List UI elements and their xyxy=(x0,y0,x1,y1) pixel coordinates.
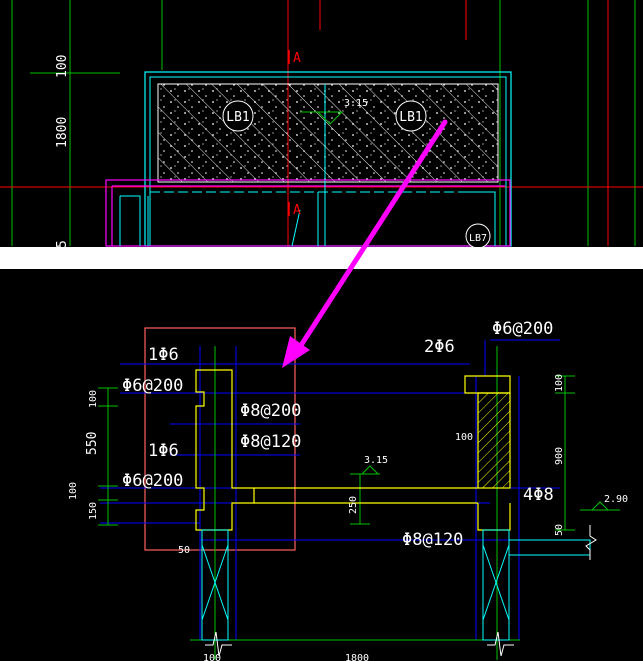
slab-tag-right: LB1 xyxy=(395,100,427,132)
slab-tag-corner: LB7 xyxy=(465,223,491,249)
right-dim-top: 100 xyxy=(554,374,565,392)
pointer-arrow xyxy=(282,119,448,368)
bottom-dims: 100 1800 xyxy=(203,653,369,661)
slab-tag-left: LB1 xyxy=(222,100,254,132)
hatched-slab xyxy=(157,83,499,183)
left-dim-100-bottom: 100 xyxy=(68,482,79,500)
top-level-label: 3.15 xyxy=(344,98,368,109)
top-plan-view: A A 3.15 LB1 LB1 LB7 100 1800 5 xyxy=(0,0,643,249)
section-marker-lower: A xyxy=(288,202,301,218)
left-top-bar-count: 1Φ6 xyxy=(148,345,179,365)
right-side-bars: 4Φ8 xyxy=(523,485,554,505)
left-top-stirrup: Φ6@200 xyxy=(122,376,183,396)
right-dim-small: 50 xyxy=(554,524,565,536)
section-level-symbol: 3.15 xyxy=(361,455,388,475)
slab-tag-left-label: LB1 xyxy=(226,110,249,125)
slab-tag-corner-label: LB7 xyxy=(469,233,487,244)
dim-left-mid: 1800 xyxy=(55,117,70,148)
right-top-bar-count: 2Φ6 xyxy=(424,337,455,357)
slab-section xyxy=(254,487,478,504)
magenta-beams xyxy=(105,179,511,247)
divider-band xyxy=(0,247,643,269)
callout-box xyxy=(144,327,296,551)
slab-top-reinf-1: Φ8@200 xyxy=(240,401,301,421)
slab-top-reinf-2: Φ8@120 xyxy=(240,432,301,452)
dim-left-bottom: 5 xyxy=(55,240,70,248)
right-top-stirrup: Φ6@200 xyxy=(492,319,553,339)
section-marker-lower-label: A xyxy=(293,203,301,218)
lower-columns xyxy=(201,529,591,641)
bottom-dim-span: 1800 xyxy=(345,653,369,661)
section-marker-upper-label: A xyxy=(293,51,301,66)
slab-labels: Φ8@200 Φ8@120 Φ8@120 250 xyxy=(240,401,463,550)
break-symbols xyxy=(205,525,597,657)
right-level-symbol: 2.90 xyxy=(580,494,628,511)
right-wall-labels: 2Φ6 Φ6@200 100 900 100 4Φ8 50 xyxy=(424,319,565,536)
right-dim-height: 900 xyxy=(554,447,565,465)
top-left-dims: 100 1800 5 xyxy=(55,55,70,248)
dim-left-top: 100 xyxy=(55,55,70,78)
right-dim-wall-width: 100 xyxy=(455,432,473,443)
left-dim-550: 550 xyxy=(85,432,100,455)
right-level-label: 2.90 xyxy=(604,494,628,505)
section-marker-upper: A xyxy=(288,50,301,66)
slab-tag-right-label: LB1 xyxy=(399,110,422,125)
left-dim-150: 150 xyxy=(88,502,99,520)
left-mid-bar-count: 1Φ6 xyxy=(148,441,179,461)
left-dim-100-top: 100 xyxy=(88,390,99,408)
top-grid-lines xyxy=(11,0,636,246)
top-level-symbol: 3.15 xyxy=(300,98,368,125)
right-wall xyxy=(464,375,511,531)
left-mid-stirrup: Φ6@200 xyxy=(122,471,183,491)
bottom-dim-left: 100 xyxy=(203,653,221,661)
left-dim-50: 50 xyxy=(178,545,190,556)
slab-thickness: 250 xyxy=(348,496,359,514)
slab-bottom-reinf: Φ8@120 xyxy=(402,530,463,550)
left-wall-labels: 1Φ6 Φ6@200 1Φ6 Φ6@200 100 550 100 150 50 xyxy=(68,345,190,556)
section-view: 3.15 2.90 1Φ6 Φ6@200 1Φ6 Φ6@200 100 550 … xyxy=(68,319,628,661)
section-level-label: 3.15 xyxy=(364,455,388,466)
left-wall xyxy=(195,369,255,531)
